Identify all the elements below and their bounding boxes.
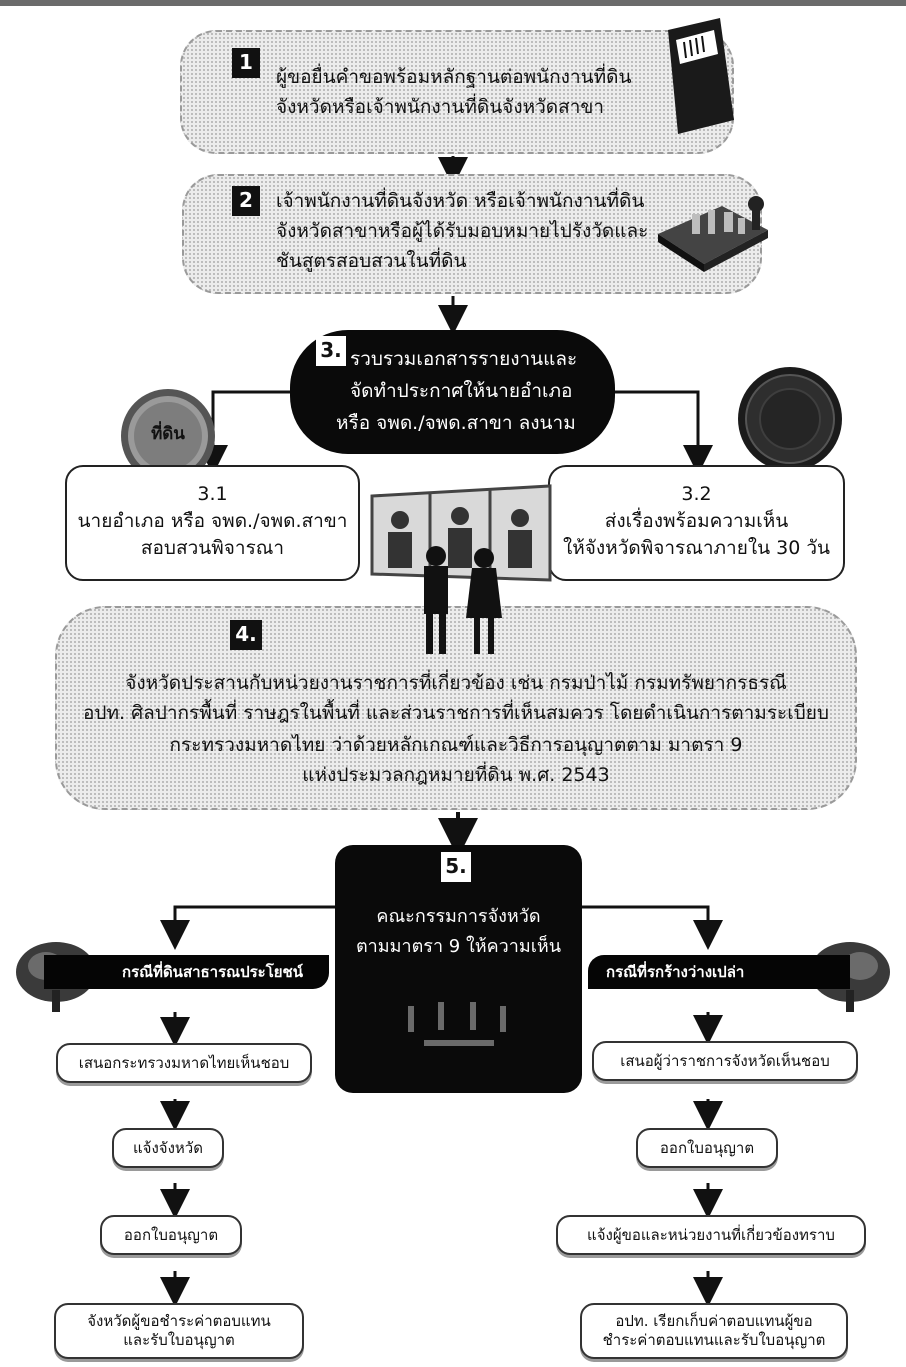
step-1-text-line-2: จังหวัดหรือเจ้าพนักงานที่ดินจังหวัดสาขา xyxy=(276,96,605,118)
right-final-line-2: ชำระค่าตอบแทนและรับใบอนุญาต xyxy=(602,1331,826,1349)
step-3-2-text-line-1: ส่งเรื่องพร้อมความเห็น xyxy=(604,510,789,532)
left-final-line-2: และรับใบอนุญาต xyxy=(123,1331,235,1349)
step-5-number: 5. xyxy=(441,852,471,882)
right-branch-header: กรณีที่รกร้างว่างเปล่า xyxy=(588,955,850,989)
right-step-item: เสนอผู้ว่าราชการจังหวัดเห็นชอบ xyxy=(592,1041,858,1081)
left-branch-header: กรณีที่ดินสาธารณประโยชน์ xyxy=(44,955,329,989)
step-4-text-line-3: กระทรวงมหาดไทย ว่าด้วยหลักเกณฑ์และวิธีกา… xyxy=(169,734,743,756)
land-badge-label: ที่ดิน xyxy=(151,424,185,444)
step-4-text-line-1: จังหวัดประสานกับหน่วยงานราชการที่เกี่ยวข… xyxy=(125,672,787,694)
step-4-text-line-4: แห่งประมวลกฎหมายที่ดิน พ.ศ. 2543 xyxy=(302,764,610,786)
document-folder-icon xyxy=(668,18,734,134)
step-3-2-text-line-2: ให้จังหวัดพิจารณาภายใน 30 วัน xyxy=(562,537,831,559)
right-step-item: แจ้งผู้ขอและหน่วยงานที่เกี่ยวข้องทราบ xyxy=(556,1215,866,1255)
step-5-text-line-2: ตามมาตรา 9 ให้ความเห็น xyxy=(355,936,562,957)
step-3-number: 3. xyxy=(316,336,346,366)
step-2-text-line-3: ชันสูตรสอบสวนในที่ดิน xyxy=(276,250,467,272)
step-3-1-number: 3.1 xyxy=(197,483,228,505)
step-3-2-box: 3.2 ส่งเรื่องพร้อมความเห็น ให้จังหวัดพิจ… xyxy=(548,465,845,581)
left-final-line-1: จังหวัดผู้ขอชำระค่าตอบแทน xyxy=(87,1312,271,1330)
step-3-1-box: 3.1 นายอำเภอ หรือ จพด./จพด.สาขา สอบสวนพิ… xyxy=(65,465,360,581)
step-4-text-line-2: อปท. ศิลปากรพื้นที่ ราษฎรในพื้นที่ และส่… xyxy=(83,702,829,724)
step-3-text-line-2: จัดทำประกาศให้นายอำเภอ xyxy=(350,380,573,402)
step-5-text-line-1: คณะกรรมการจังหวัด xyxy=(376,906,541,927)
step-2-text-line-1: เจ้าพนักงานที่ดินจังหวัด หรือเจ้าพนักงาน… xyxy=(276,190,645,212)
right-step-item: ออกใบอนุญาต xyxy=(636,1128,778,1168)
coin-icon xyxy=(738,367,842,471)
step-3-text-line-3: หรือ จพด./จพด.สาขา ลงนาม xyxy=(336,412,576,434)
left-branch-header-label: กรณีที่ดินสาธารณประโยชน์ xyxy=(122,963,303,981)
step-3-2-number: 3.2 xyxy=(681,483,712,505)
step-4-box xyxy=(55,606,857,810)
land-survey-model-icon xyxy=(658,196,768,272)
top-edge xyxy=(0,0,906,6)
step-3-1-text-line-1: นายอำเภอ หรือ จพด./จพด.สาขา xyxy=(77,510,348,532)
step-1-text-line-1: ผู้ขอยื่นคำขอพร้อมหลักฐานต่อพนักงานที่ดิ… xyxy=(276,66,632,88)
step-5-box xyxy=(335,845,582,1093)
left-final-item: จังหวัดผู้ขอชำระค่าตอบแทน และรับใบอนุญาต xyxy=(54,1303,304,1359)
step-1-box xyxy=(180,30,734,154)
step-2-text-line-2: จังหวัดสาขาหรือผู้ได้รับมอบหมายไปรังวัดแ… xyxy=(276,220,649,242)
step-3-text-line-1: รวบรวมเอกสารรายงานและ xyxy=(350,348,578,370)
left-step-item: แจ้งจังหวัด xyxy=(112,1128,224,1168)
right-final-item: อปท. เรียกเก็บค่าตอบแทนผู้ขอ ชำระค่าตอบแ… xyxy=(580,1303,848,1359)
right-branch-header-label: กรณีที่รกร้างว่างเปล่า xyxy=(606,963,745,981)
step-2-number: 2 xyxy=(232,186,260,216)
right-final-line-1: อปท. เรียกเก็บค่าตอบแทนผู้ขอ xyxy=(615,1312,813,1330)
step-4-number: 4. xyxy=(230,620,262,650)
land-badge-icon xyxy=(121,389,215,483)
left-step-item: ออกใบอนุญาต xyxy=(100,1215,242,1255)
step-3-1-text-line-2: สอบสวนพิจารณา xyxy=(140,537,285,559)
meeting-people-illustration xyxy=(370,484,552,654)
left-step-item: เสนอกระทรวงมหาดไทยเห็นชอบ xyxy=(56,1043,312,1083)
committee-chairs-icon xyxy=(408,1002,506,1046)
step-1-number: 1 xyxy=(232,48,260,78)
